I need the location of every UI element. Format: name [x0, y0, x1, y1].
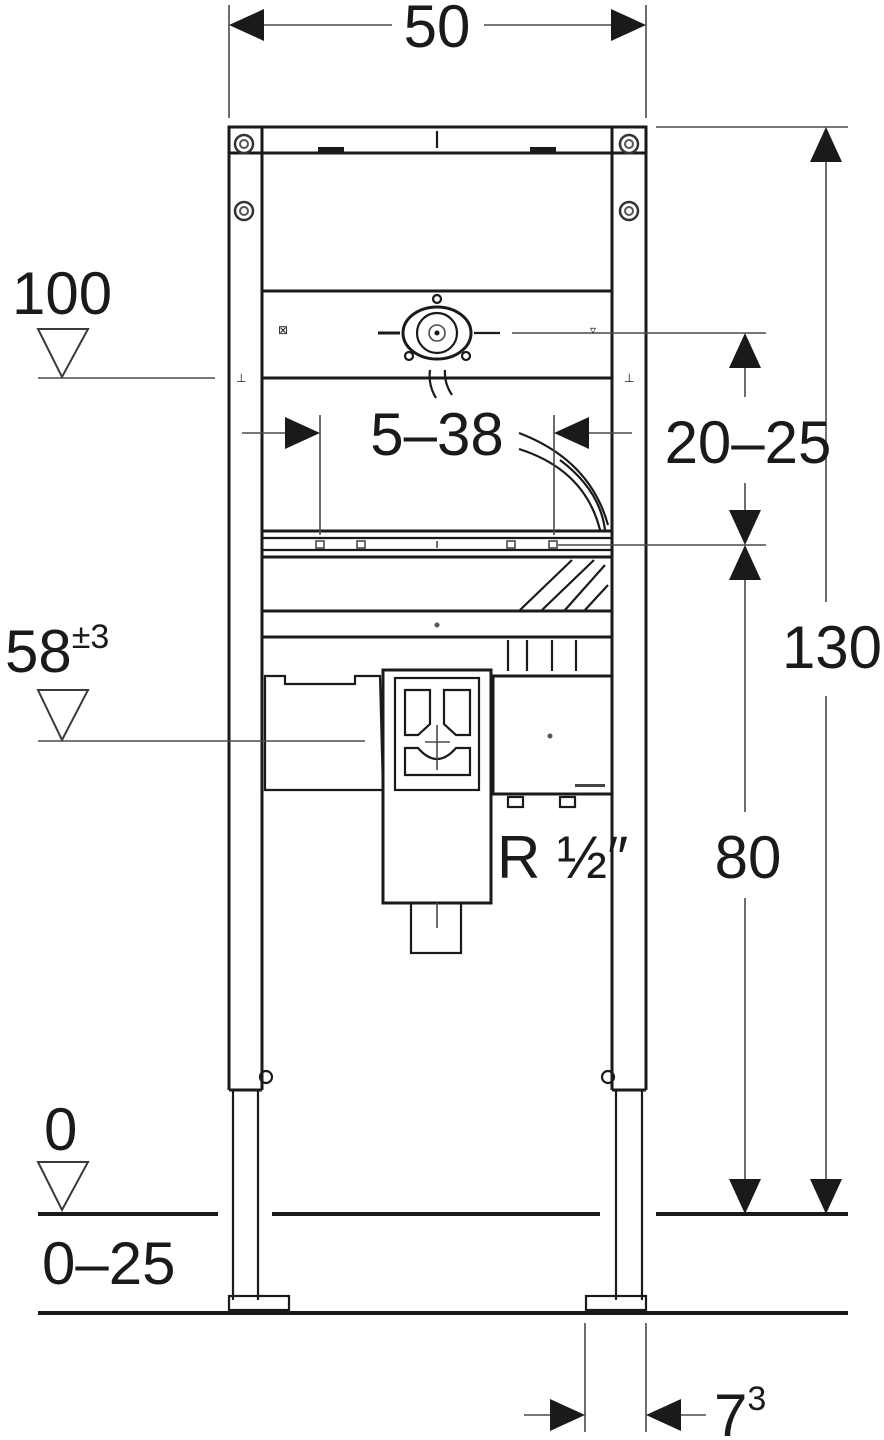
arrow-left-icon: [646, 1399, 681, 1431]
thread-label: R ½″: [497, 824, 628, 891]
arrow-right-icon: [550, 1399, 585, 1431]
level-0-label: 0: [44, 1096, 77, 1163]
svg-text:▿: ▿: [590, 323, 596, 337]
level-58: 58±3: [5, 618, 365, 743]
level-triangle-icon: [36, 1161, 90, 1213]
height-dimensions: 130 20–25 80 R ½″: [497, 126, 882, 1214]
svg-text:⊠: ⊠: [278, 323, 288, 337]
width-dimension: 50: [228, 0, 647, 118]
lateral-adjust-label: 5–38: [370, 401, 503, 468]
foot-offset-dimension: 73: [524, 1323, 766, 1440]
svg-text:⊥: ⊥: [624, 371, 634, 385]
level-triangle-icon: [36, 328, 90, 380]
arrow-down-icon: [810, 1179, 842, 1214]
left-housing: [263, 674, 385, 792]
installation-frame: ⊠ ▿ ⊥ ⊥: [227, 125, 766, 1312]
water-connector-icon: [378, 293, 500, 399]
level-100-label: 100: [12, 260, 112, 327]
arrow-down-icon: [729, 1179, 761, 1214]
arrow-up-icon: [729, 333, 761, 368]
lateral-dimension: 5–38: [242, 401, 632, 535]
arrow-up-icon: [810, 127, 842, 162]
siphon-housing: [381, 668, 493, 955]
right-foot: [584, 1294, 648, 1312]
arrow-up-icon: [729, 545, 761, 580]
level-100: 100: [12, 260, 215, 380]
level-0: 0: [36, 1096, 90, 1213]
arrow-left-icon: [554, 417, 589, 449]
width-label: 50: [404, 0, 471, 60]
svg-text:⊥: ⊥: [236, 371, 246, 385]
arrow-down-icon: [729, 510, 761, 545]
box-offset-label: 20–25: [665, 409, 832, 476]
total-height-label: 130: [782, 614, 882, 681]
level-triangle-icon: [36, 689, 90, 743]
floor-adjust-label: 0–25: [42, 1230, 175, 1297]
mounting-plate: [260, 289, 614, 380]
left-foot: [227, 1294, 291, 1312]
arrow-right-icon: [611, 9, 646, 41]
foot-offset-label: 73: [714, 1380, 766, 1440]
control-box: [491, 674, 614, 809]
arrow-left-icon: [229, 9, 264, 41]
arrow-right-icon: [285, 417, 320, 449]
connection-height-label: 80: [715, 824, 782, 891]
cross-rail: [262, 529, 612, 559]
level-58-label: 58±3: [5, 618, 109, 685]
